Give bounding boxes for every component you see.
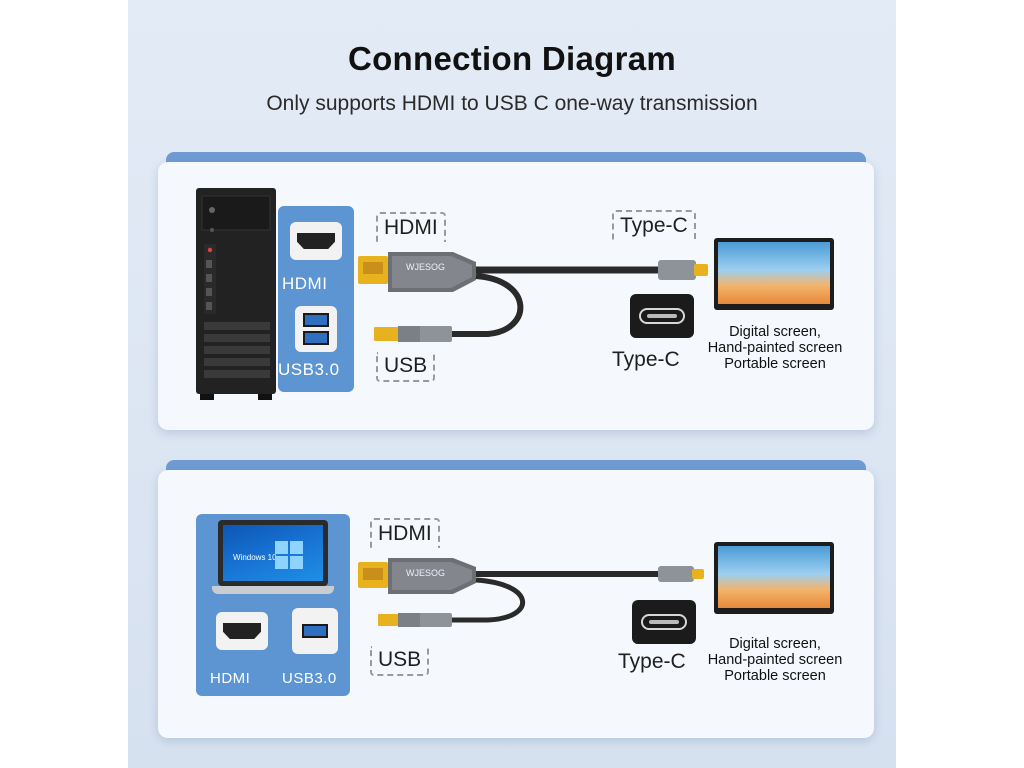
adapter-brand-label: WJESOG [406, 262, 446, 272]
callout-usb: USB [370, 646, 430, 676]
usb-plug-icon [374, 327, 400, 341]
callout-hdmi: HDMI [376, 212, 446, 242]
pc-port-panel: HDMI USB3.0 [278, 206, 354, 392]
windows-logo-icon [275, 541, 305, 571]
panel-laptop: Windows 10 HDMI USB3.0 HDMI USB [158, 470, 874, 738]
display-description: Digital screen, Hand-painted screen Port… [696, 636, 854, 684]
typec-plug-icon [692, 569, 704, 579]
page-title: Connection Diagram [347, 40, 677, 77]
display-desc-line: Digital screen, [729, 324, 821, 340]
laptop-hdmi-port-label: HDMI [210, 670, 251, 687]
callout-hdmi: HDMI [370, 518, 440, 548]
diagram-canvas: Connection Diagram Only supports HDMI to… [128, 0, 896, 768]
laptop-icon: Windows 10 [218, 520, 328, 586]
panel-desktop: HDMI USB3.0 HDMI USB Type-C [158, 162, 874, 430]
usbc-port-icon [630, 294, 694, 338]
callout-typec: Type-C [612, 210, 696, 240]
usb3-port-icon [292, 608, 338, 654]
hdmi-to-usbc-cable [358, 558, 704, 627]
typec-port-label: Type-C [618, 650, 686, 673]
display-desc-line: Digital screen, [729, 636, 821, 652]
pc-usb-port-label: USB3.0 [278, 360, 340, 379]
adapter-brand-label: WJESOG [406, 568, 446, 578]
display-description: Digital screen, Hand-painted screen Port… [696, 324, 854, 372]
callout-usb: USB [376, 352, 436, 382]
usb-plug-icon [378, 614, 400, 626]
pc-hdmi-port-label: HDMI [282, 274, 328, 293]
display-desc-line: Portable screen [724, 668, 826, 684]
typec-plug-icon [694, 264, 708, 276]
laptop-usb-port-label: USB3.0 [282, 670, 337, 687]
usbc-port-icon [632, 600, 696, 644]
hdmi-port-icon [216, 612, 268, 650]
display-desc-line: Portable screen [724, 356, 826, 372]
hdmi-port-icon [290, 222, 342, 260]
display-desc-line: Hand-painted screen [707, 340, 843, 356]
usb3-port-icon [295, 306, 337, 352]
display-desc-line: Hand-painted screen [707, 652, 843, 668]
monitor-icon [714, 542, 834, 614]
laptop-port-panel: Windows 10 HDMI USB3.0 [196, 514, 350, 696]
page-subtitle: Only supports HDMI to USB C one-way tran… [266, 92, 758, 115]
monitor-icon [714, 238, 834, 310]
pc-tower-icon [196, 188, 276, 400]
typec-port-label: Type-C [612, 348, 680, 371]
hdmi-to-usbc-cable [358, 252, 708, 342]
windows-screen-text: Windows 10 [233, 553, 277, 562]
laptop-base [212, 586, 334, 594]
